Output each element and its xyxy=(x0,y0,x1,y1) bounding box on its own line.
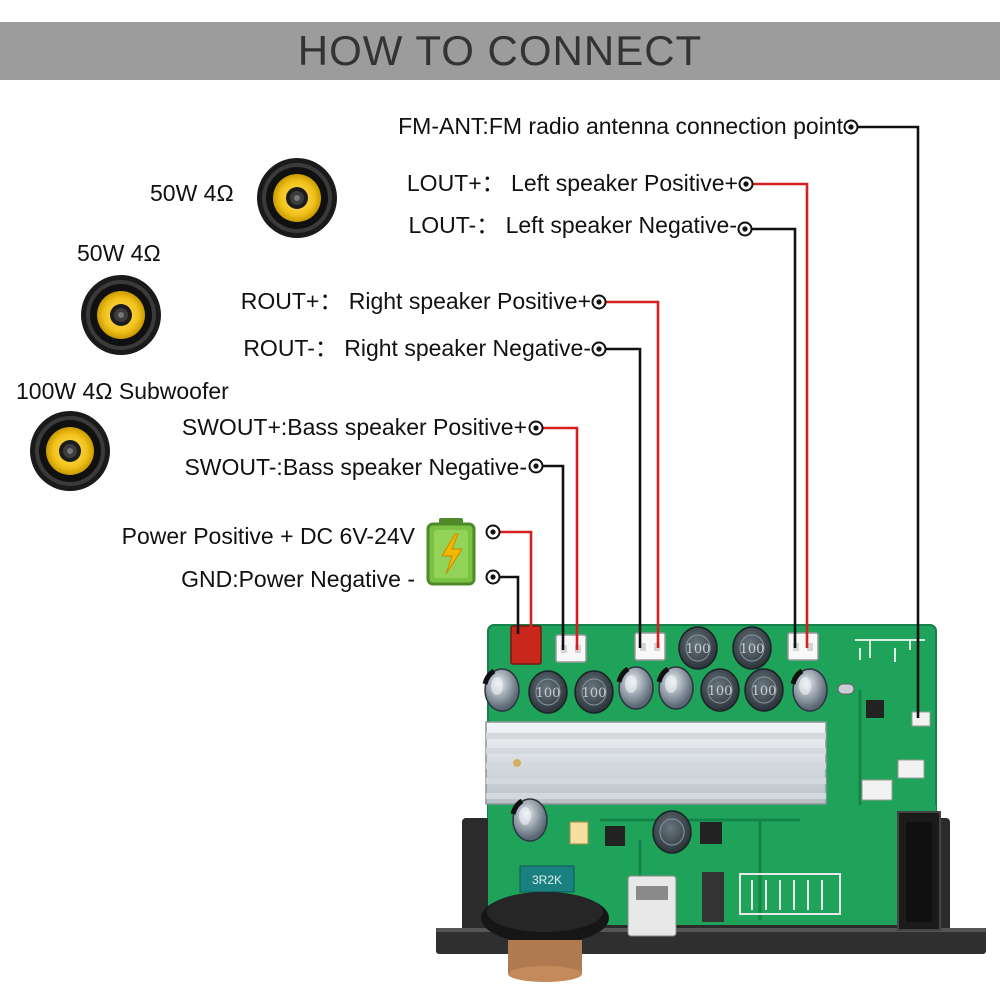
ic-chip xyxy=(700,822,722,844)
inductor-small xyxy=(652,810,692,854)
bt-antenna-trace xyxy=(855,639,925,662)
volume-knob xyxy=(481,892,609,982)
speaker-icon xyxy=(81,275,161,355)
inductor-mark: 100 xyxy=(686,642,711,657)
title-text: HOW TO CONNECT xyxy=(297,27,703,74)
terminal-icon xyxy=(591,294,607,310)
swout-negative-label: SWOUT-:Bass speaker Negative- xyxy=(184,454,527,480)
capacitor xyxy=(793,669,827,711)
audio-jack xyxy=(897,811,941,931)
lout-negative-label: LOUT-： Left speaker Negative- xyxy=(408,212,737,238)
capacitor xyxy=(619,667,653,709)
capacitor xyxy=(659,667,693,709)
inductor-mark: 100 xyxy=(752,684,777,699)
terminal-icon xyxy=(528,458,544,474)
inductor-mark: 100 xyxy=(740,642,765,657)
crystal xyxy=(837,683,855,695)
amplifier-board: 100 100 100 100 100 100 3R2K xyxy=(436,624,986,982)
rout-positive-label: ROUT+： Right speaker Positive+ xyxy=(240,288,591,314)
ir-receiver xyxy=(702,872,724,922)
subwoofer-spec: 100W 4Ω Subwoofer xyxy=(16,378,229,404)
resistor-block xyxy=(519,865,575,893)
battery-icon xyxy=(426,518,476,586)
speaker-icon xyxy=(30,411,110,491)
gnd-label: GND:Power Negative - xyxy=(181,566,415,592)
rout-negative-label: ROUT-： Right speaker Negative- xyxy=(243,335,591,361)
capacitor xyxy=(513,799,547,841)
power-terminal xyxy=(510,625,542,665)
inductor-mark: 100 xyxy=(582,686,607,701)
power-positive-label: Power Positive + DC 6V-24V xyxy=(121,523,415,549)
fm-ant-pad xyxy=(911,711,931,727)
lout-positive-label: LOUT+： Left speaker Positive+ xyxy=(406,170,738,196)
terminal-icon xyxy=(843,119,859,135)
ic-chip xyxy=(605,826,625,846)
terminal-icon xyxy=(591,341,607,357)
speaker-icon xyxy=(257,158,337,238)
usb-port xyxy=(627,875,677,937)
swout-connector xyxy=(555,634,587,663)
lout-connector xyxy=(787,632,819,661)
swout-positive-label: SWOUT+:Bass speaker Positive+ xyxy=(181,414,527,440)
right-speaker-spec: 50W 4Ω xyxy=(77,240,161,266)
terminal-icon xyxy=(485,569,501,585)
ribbon-connector xyxy=(739,873,841,915)
capacitor xyxy=(485,669,519,711)
left-speaker-spec: 50W 4Ω xyxy=(150,180,234,206)
bt-chip xyxy=(866,700,884,718)
terminal-icon xyxy=(737,221,753,237)
terminal-icon xyxy=(738,176,754,192)
wiring xyxy=(500,125,920,718)
title-banner: HOW TO CONNECT xyxy=(0,22,1000,80)
inductor-mark: 100 xyxy=(708,684,733,699)
resistor-mark: 3R2K xyxy=(532,873,562,887)
terminal-icon xyxy=(528,420,544,436)
inductor-mark: 100 xyxy=(536,686,561,701)
heatsink-icon xyxy=(485,721,827,805)
fm-ant-label: FM-ANT:FM radio antenna connection point xyxy=(398,113,843,139)
terminal-icon xyxy=(485,524,501,540)
